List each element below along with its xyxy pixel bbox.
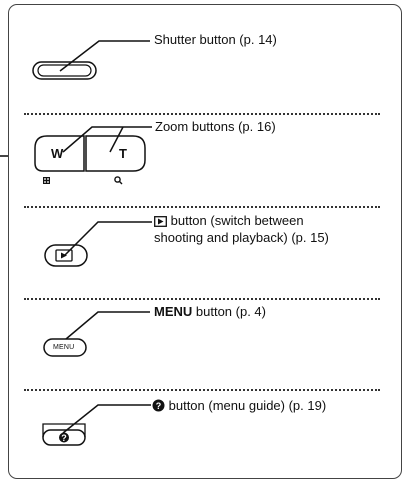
svg-text:?: ? (156, 401, 162, 411)
menu-caption: MENU button (p. 4) (154, 304, 266, 319)
separator (24, 113, 380, 115)
separator (24, 298, 380, 300)
playback-button-drawing (44, 244, 88, 267)
magnifier-icon (114, 176, 123, 185)
playback-caption: button (switch between shooting and play… (154, 213, 329, 245)
zoom-caption: Zoom buttons (p. 16) (155, 119, 276, 134)
zoom-leader-t (109, 126, 124, 153)
separator (24, 389, 380, 391)
shutter-leader (59, 40, 150, 72)
shutter-caption: Shutter button (p. 14) (154, 32, 277, 47)
question-icon: ? (59, 432, 69, 443)
guide-leader (62, 404, 151, 434)
menu-button-drawing (43, 338, 87, 357)
separator (24, 206, 380, 208)
wide-key-label: W (51, 146, 64, 161)
zoom-leader-w (62, 126, 152, 153)
zoom-button-drawing (34, 135, 85, 172)
guide-button-drawing (42, 429, 86, 446)
panel-side-tick (0, 155, 9, 157)
grid-icon (43, 177, 50, 184)
guide-caption: ? button (menu guide) (p. 19) (152, 397, 326, 414)
svg-text:?: ? (61, 433, 67, 443)
play-icon (61, 252, 67, 259)
menu-leader (65, 311, 150, 340)
tele-key-label: T (119, 146, 127, 161)
shutter-button-drawing (32, 61, 97, 80)
reference-panel (8, 4, 402, 479)
play-icon (154, 216, 167, 227)
playback-leader (63, 221, 152, 257)
menu-key-label: MENU (53, 344, 75, 351)
question-icon: ? (152, 399, 165, 412)
